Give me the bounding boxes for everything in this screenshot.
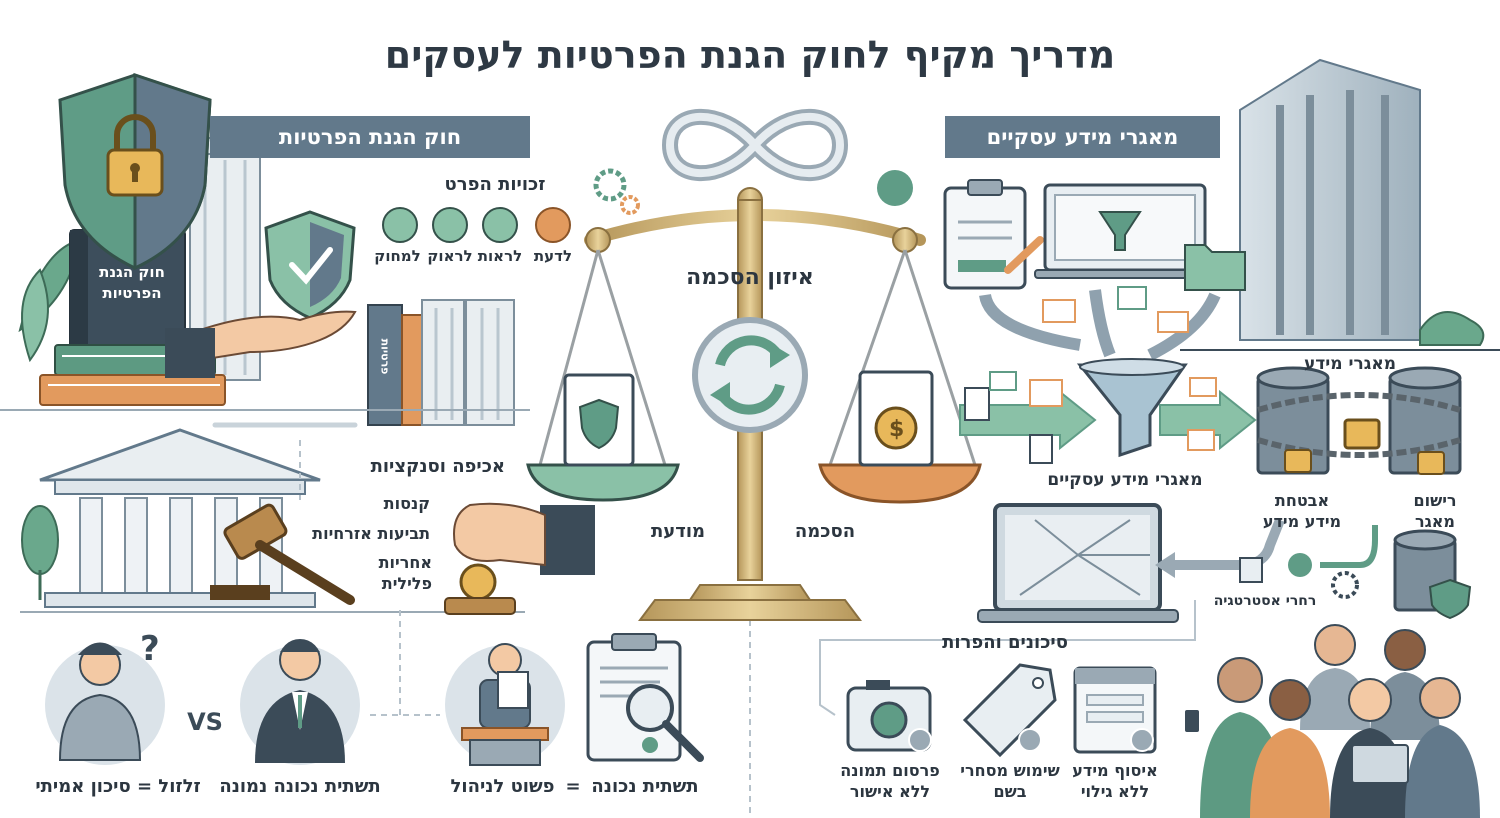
- funnel-label: מאגרי מידע עסקיים: [1047, 470, 1203, 490]
- risk-item-commercial: שימוש מסחרי בשם: [960, 761, 1060, 801]
- right-item-see: לראות: [477, 247, 523, 265]
- center-left-label: מודעת: [650, 521, 706, 542]
- enforcement-item-criminal: אחריות פלילית: [378, 553, 432, 593]
- book-label: חוק הגנת הפרטיות: [99, 263, 165, 302]
- page-title: מדריך מקיף לחוק הגנת הפרטיות לעסקים: [384, 33, 1116, 77]
- svg-text:?: ?: [140, 629, 160, 669]
- databases-banner: מאגרי מידע עסקיים: [945, 116, 1220, 158]
- equals-sign: =: [565, 776, 581, 797]
- consent-scale: $: [526, 108, 982, 621]
- caption-risk: זלזול = סיכון אמיתי: [35, 776, 201, 797]
- enforcement-item-fines: קנסות: [383, 494, 430, 513]
- registration-label: רישום מאגר: [1413, 491, 1457, 531]
- risk-item-collection: איסוף מידע ללא גילוי: [1072, 761, 1158, 801]
- databases-illustration: [819, 58, 1500, 716]
- caption-simple: פשוט לניהול: [450, 776, 555, 797]
- enforcement-illustration: [20, 428, 595, 615]
- connector-lines: [299, 440, 751, 818]
- vs-label: VS: [187, 708, 223, 736]
- privacy-law-banner: חוק הגנת הפרטיות: [210, 116, 530, 158]
- rights-title: זכויות הפרט: [444, 174, 546, 195]
- svg-text:$: $: [889, 417, 904, 442]
- right-item-view: לראוק: [427, 247, 473, 265]
- enforcement-item-civil: תביעות אזרחיות: [312, 524, 430, 543]
- scenario-label: רחרי אסטרטגיה: [1213, 593, 1317, 609]
- risk-item-photo: פרסום תמונה ללא אישור: [840, 761, 940, 801]
- storage-title: מאגרי מידע: [1303, 354, 1397, 374]
- book-spine-label: פרטיות: [378, 338, 392, 375]
- enforcement-title: אכיפה וסנקציות: [370, 456, 505, 477]
- right-item-delete: למחוק: [374, 247, 421, 265]
- risks-title: סיכונים והפרות: [942, 632, 1068, 653]
- risk-icons: [846, 663, 1157, 758]
- rights-icons: [382, 207, 571, 243]
- right-item-know: לדעת: [533, 247, 573, 265]
- comparison-illustration: ?: [45, 629, 704, 766]
- center-right-label: הסכמה: [794, 521, 856, 542]
- caption-right-infra: תשתית נכונה נמונה: [219, 776, 381, 797]
- people-crowd: [1185, 624, 1480, 818]
- center-title: איזון הסכמה: [686, 265, 814, 290]
- caption-infra: תשתית נכונה: [591, 776, 699, 797]
- security-label: אבטחת מידע מידע: [1262, 491, 1342, 531]
